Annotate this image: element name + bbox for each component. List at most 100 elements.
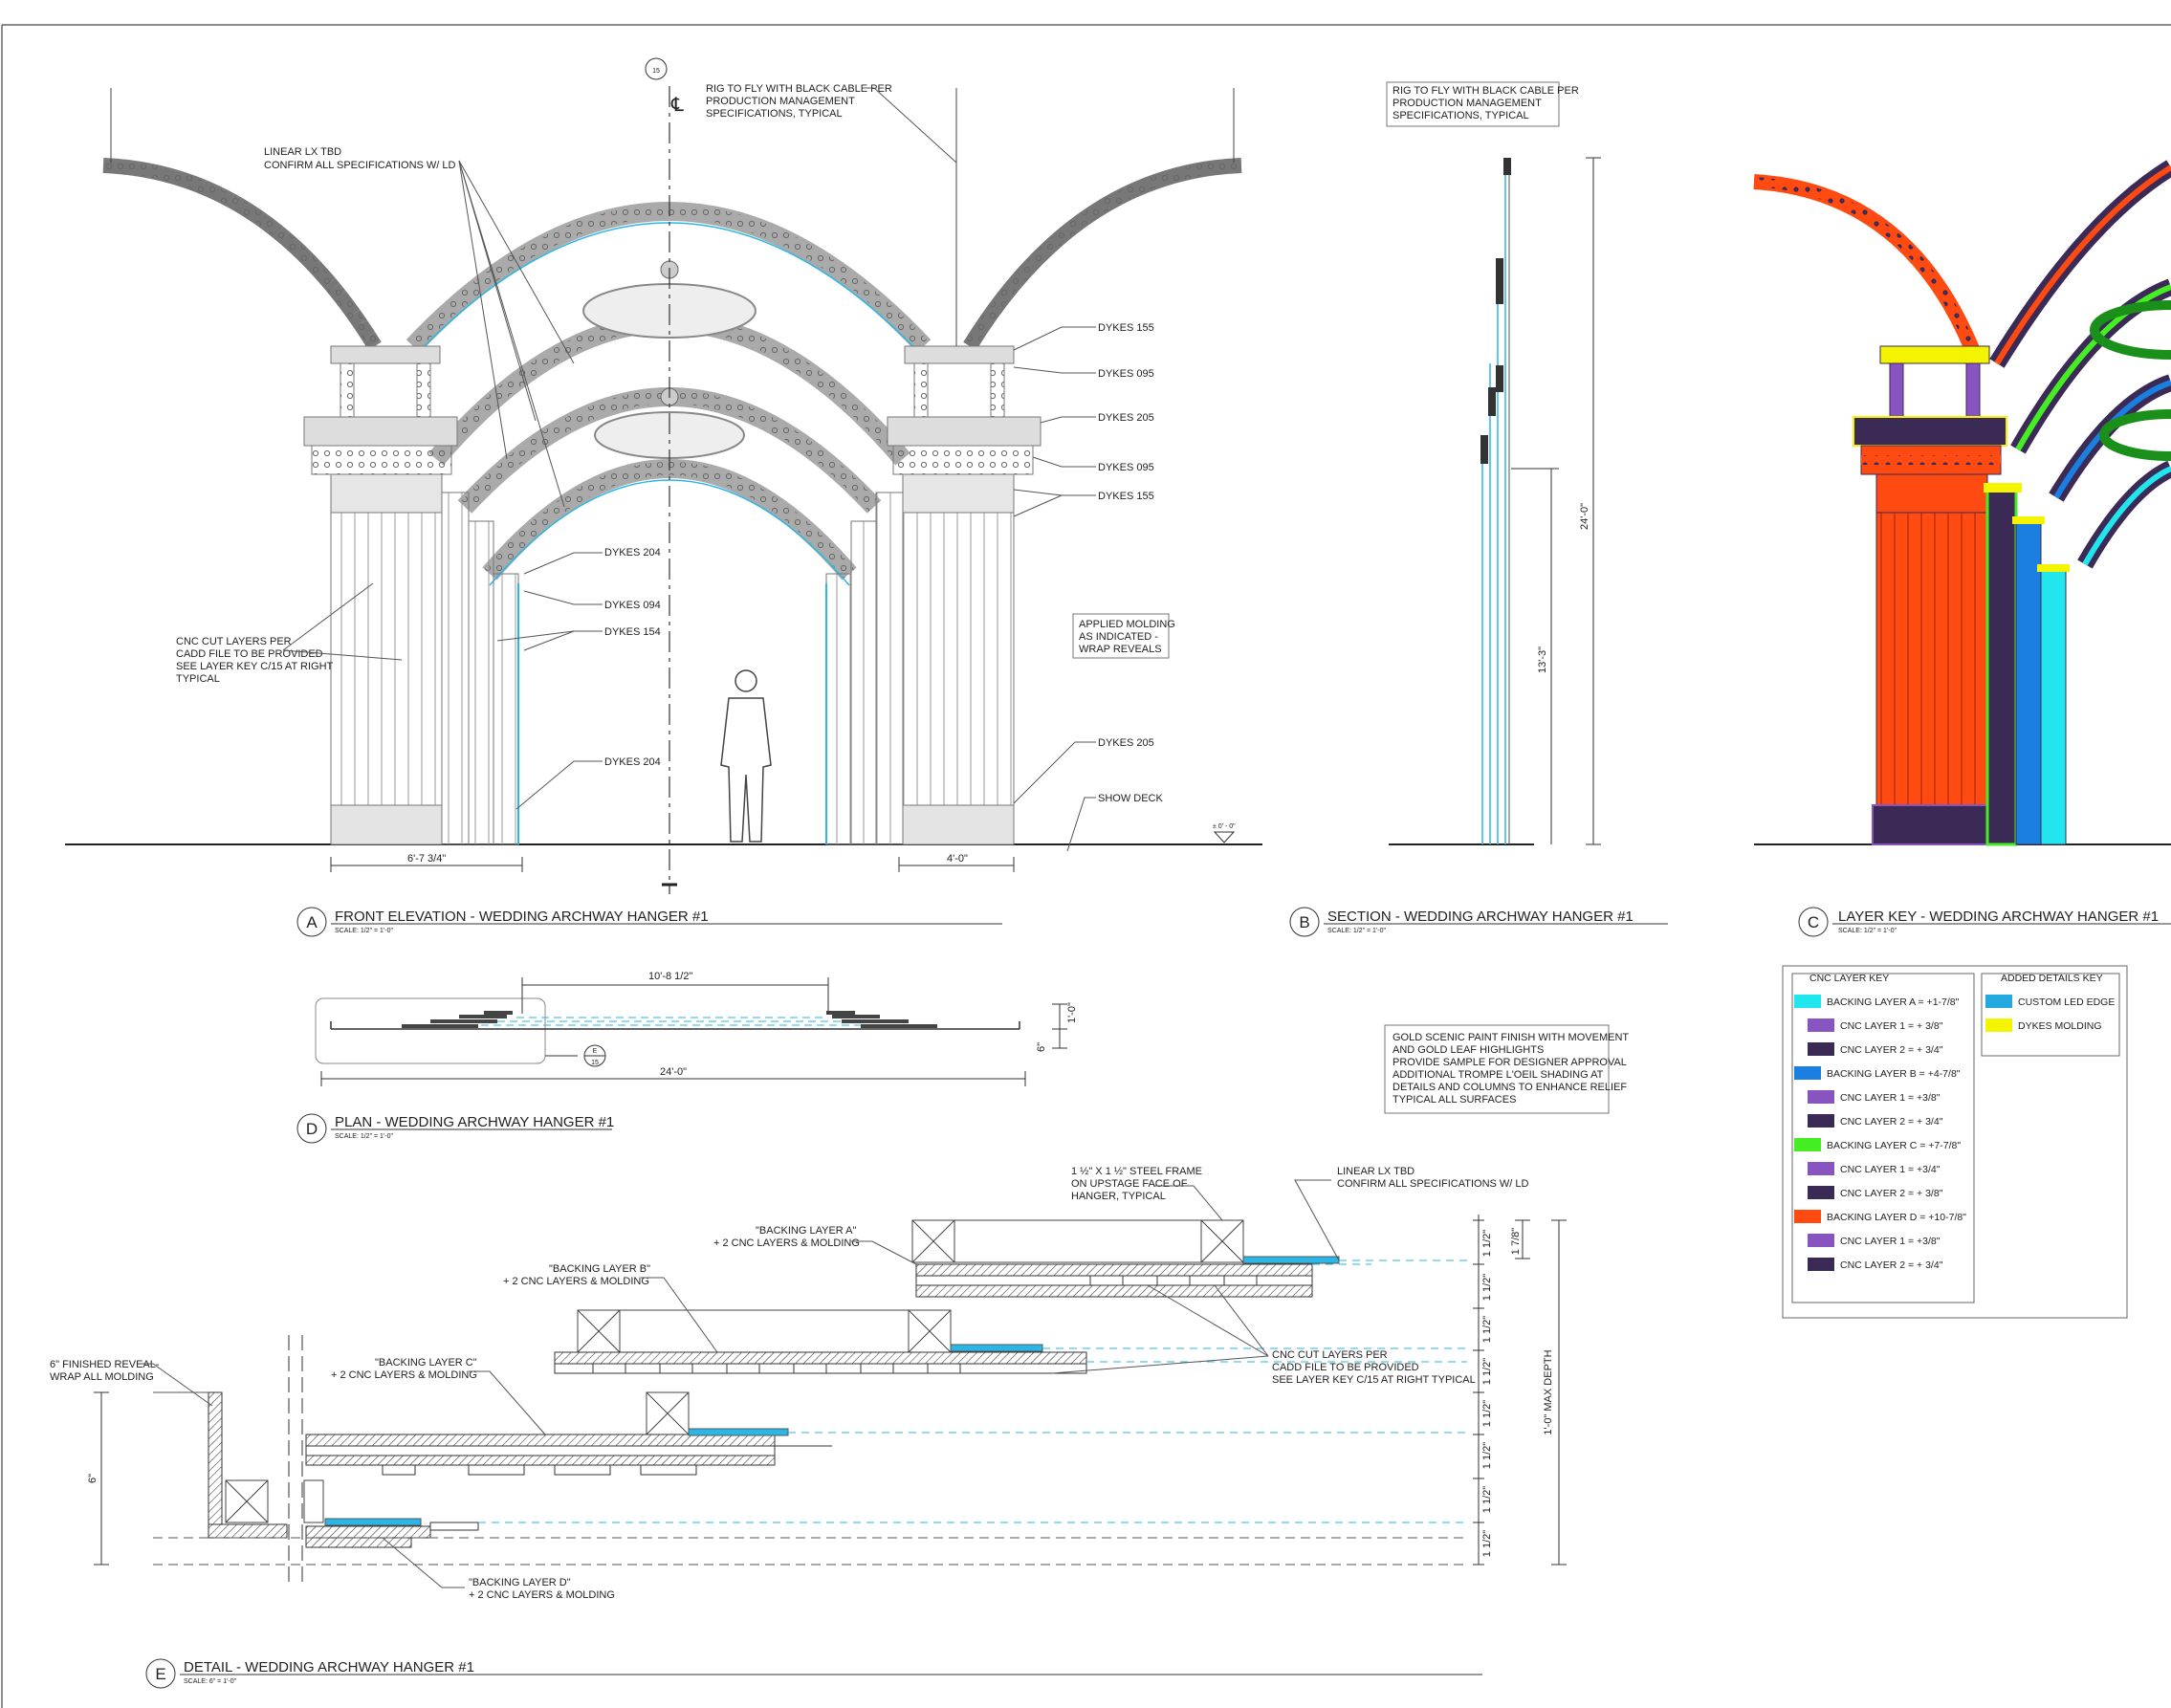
svg-text:RIG TO FLY WITH BLACK CABLE PE: RIG TO FLY WITH BLACK CABLE PER: [1393, 85, 1579, 97]
layer-swatch: [1808, 1258, 1834, 1271]
color-cornice: [1853, 416, 2007, 447]
color-inner-col-2: [2015, 520, 2042, 845]
rig-note: RIG TO FLY WITH BLACK CABLE PER PRODUCTI…: [706, 83, 957, 164]
svg-text:6": 6": [87, 1474, 99, 1483]
right-frieze: [892, 445, 1034, 475]
svg-text:+ 2 CNC LAYERS & MOLDING: + 2 CNC LAYERS & MOLDING: [469, 1589, 615, 1601]
outer-arch-left-beads: [102, 160, 381, 350]
layer-label: CNC LAYER 2 = + 3/4": [1840, 1116, 1943, 1128]
svg-text:4'-0": 4'-0": [947, 853, 968, 865]
svg-text:+ 2 CNC LAYERS & MOLDING: + 2 CNC LAYERS & MOLDING: [713, 1237, 860, 1249]
svg-text:1 1/2": 1 1/2": [1481, 1400, 1493, 1427]
detail-view: 1 ½" X 1 ½" STEEL FRAME ON UPSTAGE FACE …: [50, 1166, 1567, 1689]
svg-text:SECTION - WEDDING ARCHWAY HANG: SECTION - WEDDING ARCHWAY HANGER #1: [1327, 909, 1634, 925]
cnc-layer-items: BACKING LAYER A = +1-7/8" CNC LAYER 1 = +…: [1794, 995, 1966, 1271]
svg-text:C: C: [1808, 913, 1819, 931]
svg-text:GOLD SCENIC PAINT FINISH WITH: GOLD SCENIC PAINT FINISH WITH MOVEMENT: [1393, 1032, 1629, 1043]
svg-text:1 1/2": 1 1/2": [1481, 1316, 1493, 1343]
layer-label: CNC LAYER 2 = + 3/4": [1840, 1044, 1943, 1056]
centerline-symbol: ℄: [670, 95, 684, 116]
front-elevation-view: 15 ℄ RIG TO FLY WITH BLACK CABLE PER PRO…: [65, 57, 1262, 937]
detail-layer-c: [305, 1391, 1467, 1476]
main-arch-4-beads: [484, 462, 855, 579]
svg-text:DYKES 095: DYKES 095: [1098, 368, 1154, 380]
layer-swatch: [1808, 1162, 1834, 1175]
view-title-e: E DETAIL - WEDDING ARCHWAY HANGER #1 SCA…: [145, 1658, 1482, 1689]
left-cornice: [303, 416, 458, 447]
section-rig-note-box: [1386, 81, 1560, 127]
color-upper-cap: [1879, 345, 1990, 364]
svg-text:TYPICAL: TYPICAL: [176, 673, 220, 685]
cnc-layer-item: BACKING LAYER A = +1-7/8": [1794, 995, 1960, 1008]
svg-text:AS INDICATED -: AS INDICATED -: [1079, 631, 1158, 643]
cnc-layer-item: CNC LAYER 1 = +3/8": [1808, 1090, 1941, 1104]
svg-text:SCALE: 1/2" = 1'-0": SCALE: 1/2" = 1'-0": [335, 928, 393, 934]
svg-text:WRAP REVEALS: WRAP REVEALS: [1079, 644, 1162, 655]
color-oval-upper: [2090, 300, 2171, 360]
cnc-layer-key-heading: CNC LAYER KEY: [1809, 973, 1889, 984]
plan-dim-right-1: 1'-0": [1066, 1002, 1078, 1023]
right-column: [902, 512, 1015, 806]
dykes-callouts-inner: DYKES 204 DYKES 094 DYKES 154 DYKES 204: [496, 547, 661, 810]
color-column: [1875, 512, 1988, 806]
color-capital: [1875, 473, 1988, 514]
svg-text:SEE LAYER KEY C/15 AT RIGHT TY: SEE LAYER KEY C/15 AT RIGHT TYPICAL: [1272, 1374, 1476, 1386]
svg-text:CONFIRM ALL SPECIFICATIONS W/: CONFIRM ALL SPECIFICATIONS W/ LD: [1337, 1178, 1529, 1190]
layer-label: BACKING LAYER B = +4-7/8": [1827, 1068, 1961, 1080]
outer-arch-right: [963, 158, 1242, 351]
svg-text:DYKES 094: DYKES 094: [604, 600, 661, 611]
svg-text:CNC CUT LAYERS PER: CNC CUT LAYERS PER: [176, 636, 292, 647]
svg-text:DYKES 204: DYKES 204: [604, 547, 661, 558]
detail-depth-dims: 1 1/2" 1 1/2" 1 1/2" 1 1/2" 1 1/2" 1 1/2…: [87, 1215, 1567, 1566]
cnc-layer-item: CNC LAYER 1 = +3/8": [1808, 1234, 1941, 1247]
svg-text:WRAP ALL MOLDING: WRAP ALL MOLDING: [50, 1371, 154, 1383]
svg-text:1 1/2": 1 1/2": [1481, 1530, 1493, 1557]
color-inner-col-1: [1985, 486, 2018, 846]
top-ref-number: 15: [652, 68, 660, 75]
left-inner-col-1: [441, 492, 470, 845]
main-arch-4-led: [489, 479, 850, 586]
svg-text:DYKES 155: DYKES 155: [1098, 322, 1154, 334]
layer-swatch: [1808, 1186, 1834, 1199]
layer-swatch: [1808, 1042, 1834, 1056]
svg-text:1 1/2": 1 1/2": [1481, 1486, 1493, 1513]
svg-text:SCALE: 6" = 1'-0": SCALE: 6" = 1'-0": [184, 1678, 237, 1685]
left-upper-post-b: [416, 362, 431, 418]
left-inner-col-3: [493, 573, 519, 845]
svg-text:1 1/2": 1 1/2": [1481, 1442, 1493, 1469]
svg-text:DETAILS AND COLUMNS TO ENHANCE: DETAILS AND COLUMNS TO ENHANCE RELIEF: [1393, 1082, 1627, 1093]
svg-text:24'-0": 24'-0": [1579, 503, 1590, 530]
outer-arch-right-beads: [964, 160, 1242, 350]
left-inner-col-2: [468, 520, 494, 845]
plan-layer-steps: [402, 1011, 937, 1028]
layer-label: CNC LAYER 1 = + 3/8": [1840, 1020, 1943, 1032]
svg-text:LAYER KEY - WEDDING ARCHWAY HA: LAYER KEY - WEDDING ARCHWAY HANGER #1: [1838, 909, 2159, 925]
layer-label: CNC LAYER 1 = +3/8": [1840, 1092, 1941, 1104]
layer-label: BACKING LAYER A = +1-7/8": [1827, 996, 1960, 1008]
svg-text:FRONT ELEVATION - WEDDING ARCH: FRONT ELEVATION - WEDDING ARCHWAY HANGER…: [335, 909, 709, 925]
svg-text:6'-7 3/4": 6'-7 3/4": [407, 853, 446, 865]
svg-text:DYKES 204: DYKES 204: [604, 756, 661, 768]
section-view: RIG TO FLY WITH BLACK CABLE PER PRODUCTI…: [1289, 81, 1668, 937]
color-arch-1: [1989, 160, 2171, 368]
color-column-base: [1872, 804, 1992, 845]
layer-label: CNC LAYER 2 = + 3/4": [1840, 1259, 1943, 1271]
svg-text:DETAIL - WEDDING ARCHWAY HANGE: DETAIL - WEDDING ARCHWAY HANGER #1: [184, 1659, 474, 1675]
svg-text:AND GOLD LEAF HIGHLIGHTS: AND GOLD LEAF HIGHLIGHTS: [1393, 1044, 1544, 1056]
layer-label: BACKING LAYER C = +7-7/8": [1827, 1140, 1961, 1151]
cnc-layer-item: CNC LAYER 1 = +3/4": [1808, 1162, 1941, 1175]
svg-text:CONFIRM ALL SPECIFICATIONS W/: CONFIRM ALL SPECIFICATIONS W/ LD: [264, 160, 456, 171]
layer-swatch: [1794, 995, 1821, 1008]
color-oval-lower: [2099, 409, 2171, 461]
svg-text:1'-0" MAX DEPTH: 1'-0" MAX DEPTH: [1543, 1349, 1554, 1434]
cnc-layer-item: BACKING LAYER D = +10-7/8": [1794, 1210, 1966, 1223]
svg-text:TYPICAL ALL SURFACES: TYPICAL ALL SURFACES: [1393, 1094, 1516, 1106]
detail-label: DYKES MOLDING: [2018, 1020, 2102, 1032]
right-upper-post-b: [990, 362, 1005, 418]
plan-view: 10'-8 1/2" 24'-0" 1'-0" 6" E 15 D PLAN -…: [296, 971, 1078, 1144]
svg-text:E: E: [155, 1665, 165, 1683]
plan-dim-right-2: 6": [1036, 1042, 1047, 1052]
layer-key-view: C LAYER KEY - WEDDING ARCHWAY HANGER #1 …: [1753, 160, 2171, 1319]
